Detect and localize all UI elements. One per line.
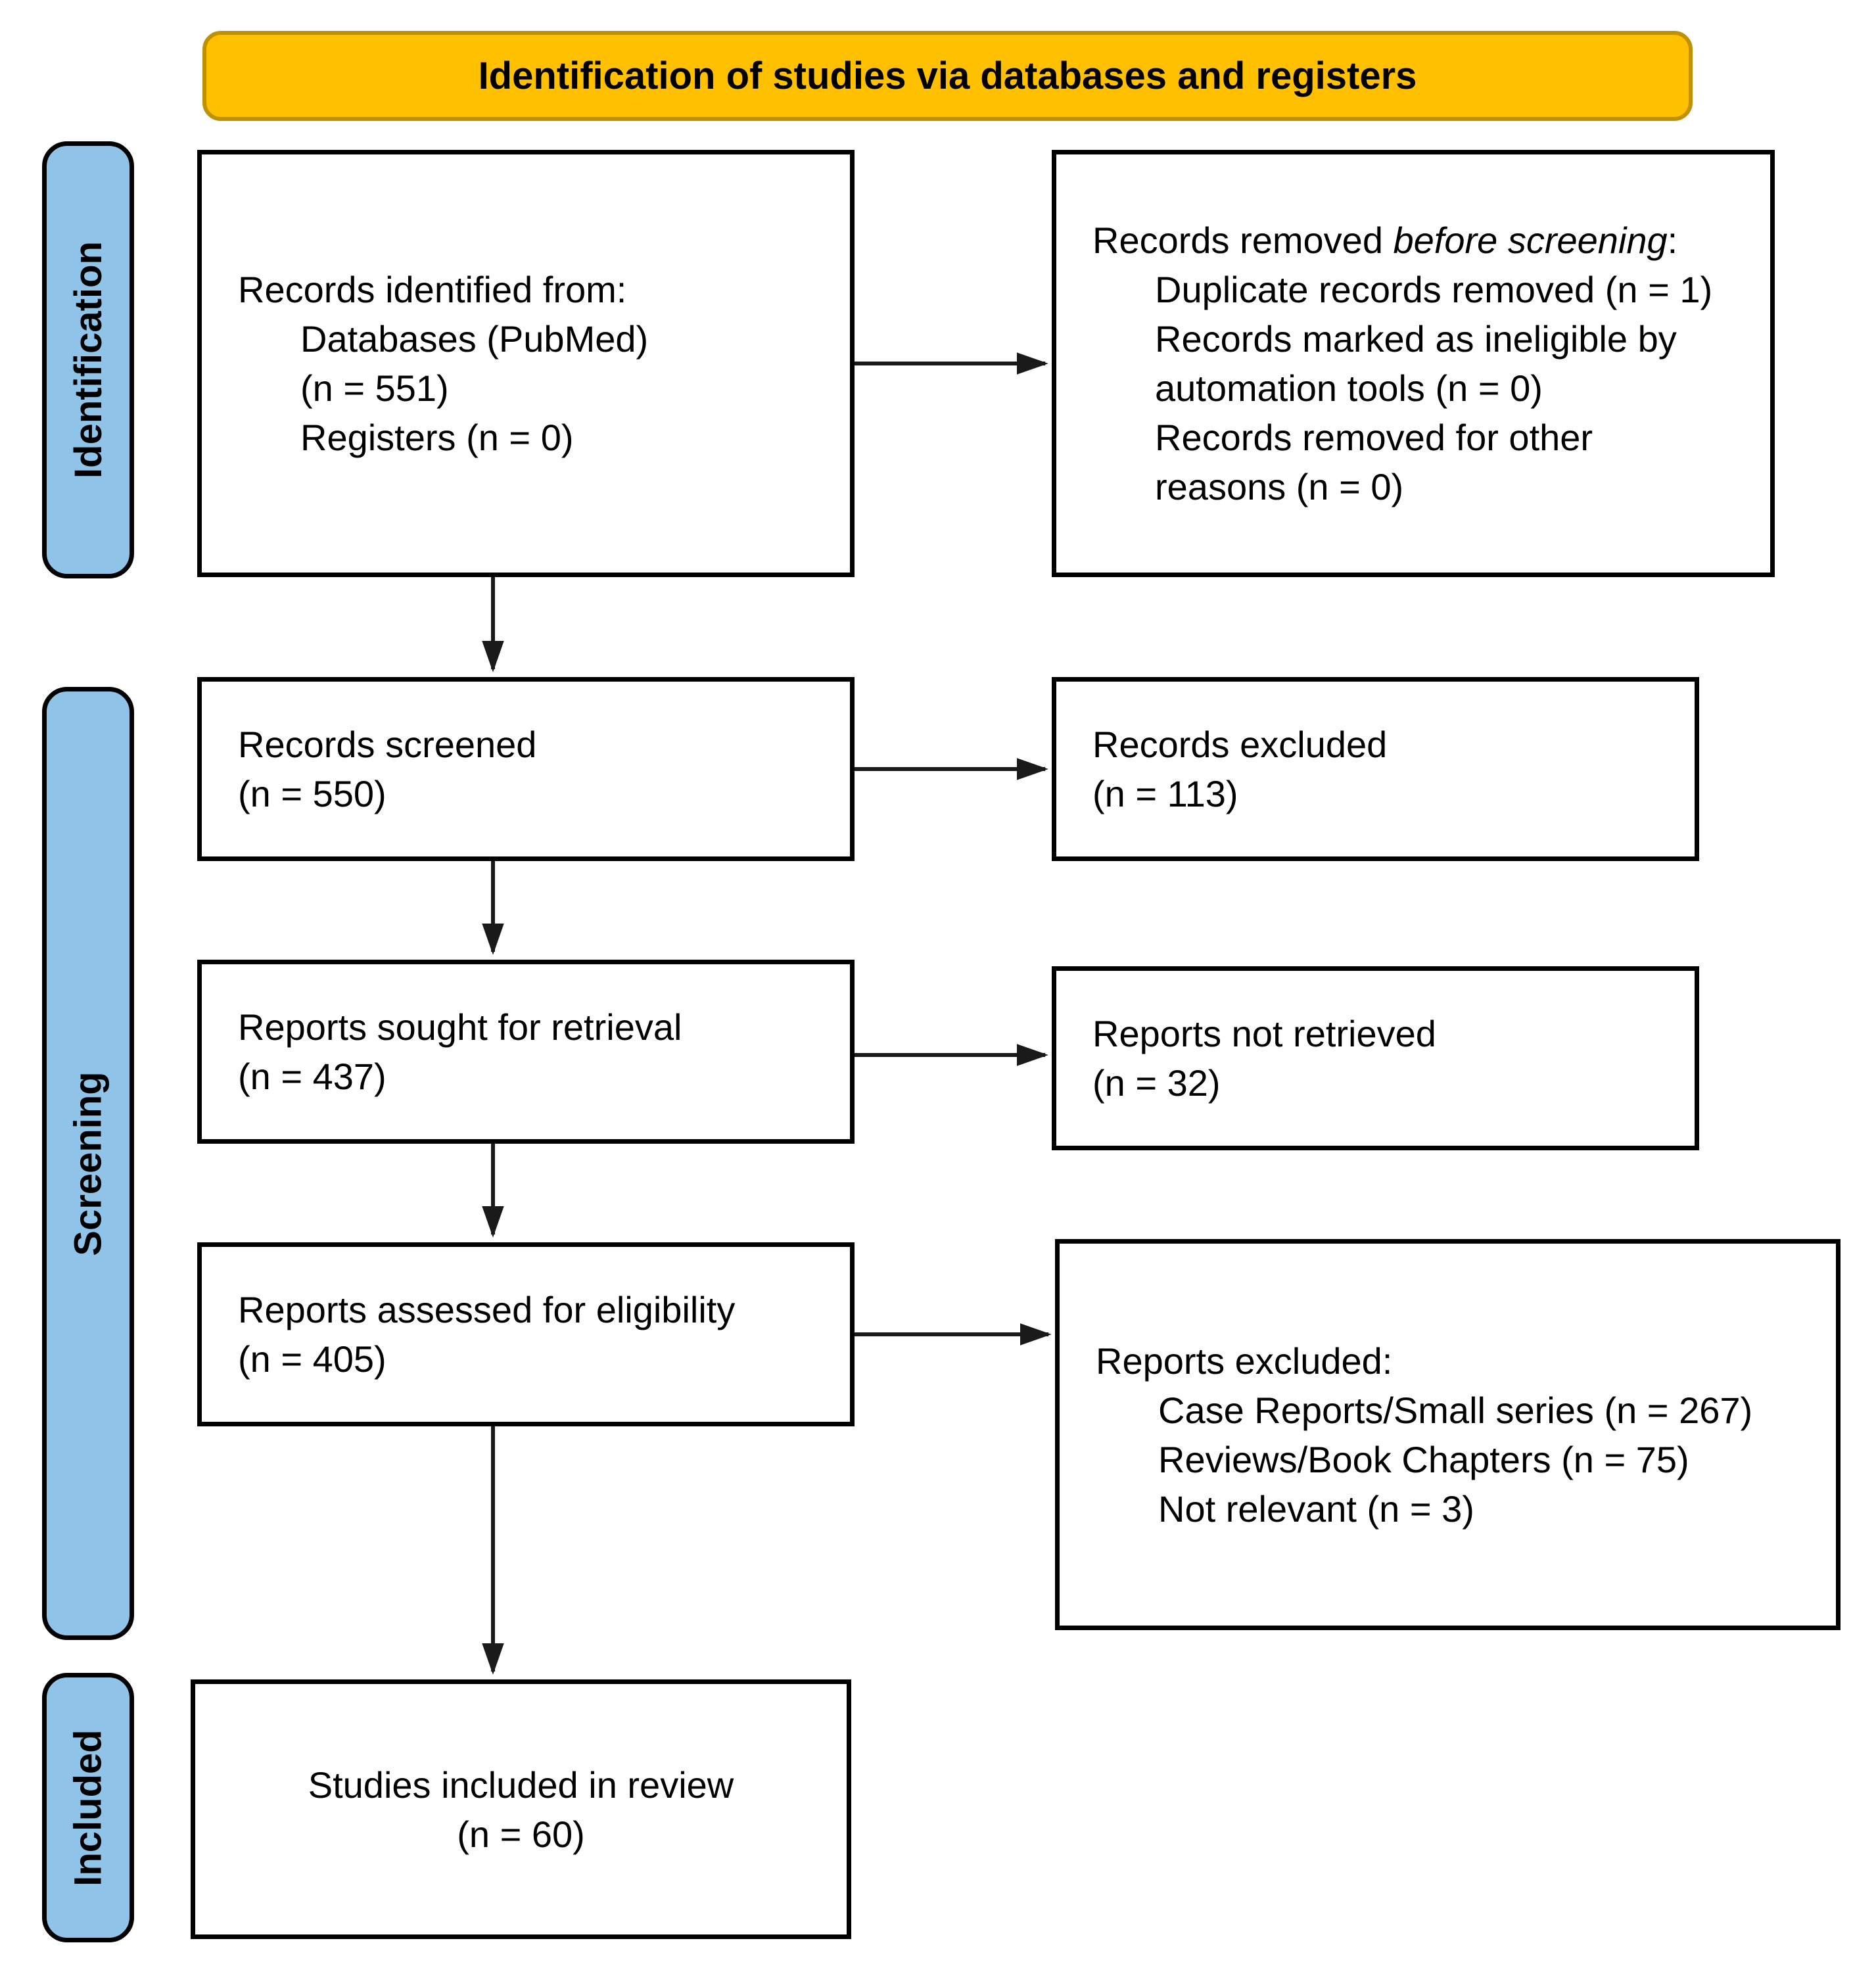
banner-title-text: Identification of studies via databases … [478,55,1417,97]
box-line: Databases (PubMed) [300,318,649,360]
box-studies-included-in-review: Studies included in review (n = 60) [191,1679,851,1939]
box-reports-not-retrieved: Reports not retrieved (n = 32) [1052,966,1699,1150]
box-line: Reports sought for retrieval [238,1006,682,1048]
box-line: Registers (n = 0) [300,417,574,458]
box-line: Reviews/Book Chapters (n = 75) [1158,1438,1689,1480]
box-line: Records identified from: [238,269,627,310]
stage-label-included: Included [42,1673,134,1942]
box-line: Records removed for other [1155,417,1593,458]
box-line: automation tools (n = 0) [1155,367,1543,409]
box-reports-assessed-for-eligibility: Reports assessed for eligibility (n = 40… [197,1242,855,1426]
box-line: Records excluded [1092,724,1388,765]
box-line: Reports excluded: [1096,1340,1393,1382]
box-line: (n = 113) [1092,773,1238,814]
box-records-removed-before-screening: Records removed before screening: Duplic… [1052,150,1775,577]
box-line: (n = 32) [1092,1062,1221,1104]
box-line: Records screened [238,724,537,765]
box-line: Studies included in review [308,1764,734,1806]
box-line: (n = 405) [238,1338,387,1380]
box-line: (n = 437) [238,1056,387,1097]
box-line: Records marked as ineligible by [1155,318,1677,360]
box-records-screened: Records screened (n = 550) [197,677,855,861]
box-reports-excluded: Reports excluded: Case Reports/Small ser… [1055,1239,1841,1630]
italic-before-screening: before screening [1393,220,1668,261]
box-line: Reports assessed for eligibility [238,1289,736,1330]
box-line: Records removed before screening: [1092,220,1678,261]
box-line: (n = 551) [300,367,449,409]
box-line: Duplicate records removed (n = 1) [1155,269,1713,310]
box-line: (n = 550) [238,773,387,814]
box-line: Reports not retrieved [1092,1013,1436,1054]
box-reports-sought-for-retrieval: Reports sought for retrieval (n = 437) [197,960,855,1144]
box-records-identified: Records identified from: Databases (PubM… [197,150,855,577]
box-records-excluded: Records excluded (n = 113) [1052,677,1699,861]
box-line: reasons (n = 0) [1155,466,1404,507]
box-line: Not relevant (n = 3) [1158,1488,1474,1530]
box-line: Case Reports/Small series (n = 267) [1158,1389,1753,1431]
stage-label-screening: Screening [42,687,134,1640]
stage-label-identification: Identification [42,141,134,578]
banner-title: Identification of studies via databases … [202,31,1693,121]
box-line: (n = 60) [457,1813,585,1855]
